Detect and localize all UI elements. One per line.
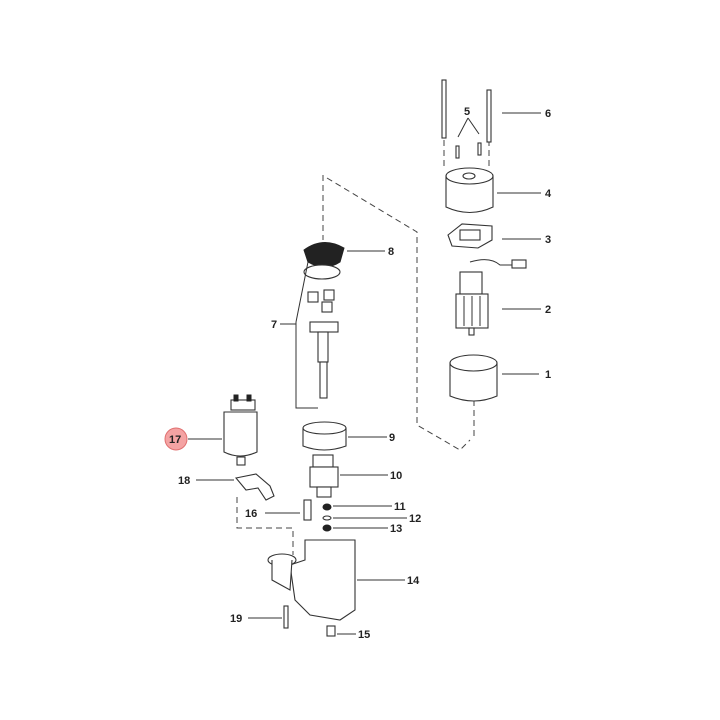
part-5-screws xyxy=(455,117,482,159)
part-4-end-cap xyxy=(445,167,494,214)
callout-12[interactable]: 12 xyxy=(409,513,421,525)
callout-6[interactable]: 6 xyxy=(545,108,551,120)
callout-14[interactable]: 14 xyxy=(407,575,420,587)
callout-4[interactable]: 4 xyxy=(545,188,552,200)
callout-8[interactable]: 8 xyxy=(388,246,394,258)
part-1-housing xyxy=(449,354,498,402)
part-19-bolt xyxy=(283,605,289,629)
callout-3[interactable]: 3 xyxy=(545,234,551,246)
callout-15[interactable]: 15 xyxy=(358,629,370,641)
part-18-fork xyxy=(234,473,275,501)
part-14-drive-housing xyxy=(267,539,356,621)
callout-19[interactable]: 19 xyxy=(230,613,242,625)
callout-labels: 1 2 3 4 5 6 7 8 9 10 11 12 13 14 15 16 1… xyxy=(169,106,552,641)
part-16-spring xyxy=(303,499,312,521)
part-2-armature xyxy=(455,271,489,336)
callout-17[interactable]: 17 xyxy=(169,434,181,446)
callout-10[interactable]: 10 xyxy=(390,470,402,482)
part-3-brush-holder xyxy=(447,223,527,269)
callout-2[interactable]: 2 xyxy=(545,304,551,316)
callout-17-highlight[interactable] xyxy=(164,427,188,451)
callout-18[interactable]: 18 xyxy=(178,475,190,487)
part-10-pinion xyxy=(309,454,339,498)
leader-lines xyxy=(188,112,541,635)
part-6-through-bolts xyxy=(441,79,492,143)
callout-9[interactable]: 9 xyxy=(389,432,395,444)
part-8-cover xyxy=(303,242,345,280)
callout-16[interactable]: 16 xyxy=(245,508,257,520)
part-17-solenoid xyxy=(223,394,258,466)
parts-11-13-rings xyxy=(322,503,332,532)
callout-1[interactable]: 1 xyxy=(545,369,551,381)
part-7-gear-shaft xyxy=(295,261,339,409)
callout-7[interactable]: 7 xyxy=(271,319,277,331)
part-15-bushing xyxy=(326,625,336,637)
callout-5[interactable]: 5 xyxy=(464,106,470,118)
callout-13[interactable]: 13 xyxy=(390,523,402,535)
callout-11[interactable]: 11 xyxy=(394,501,406,513)
part-9-ring-gear xyxy=(302,421,347,451)
